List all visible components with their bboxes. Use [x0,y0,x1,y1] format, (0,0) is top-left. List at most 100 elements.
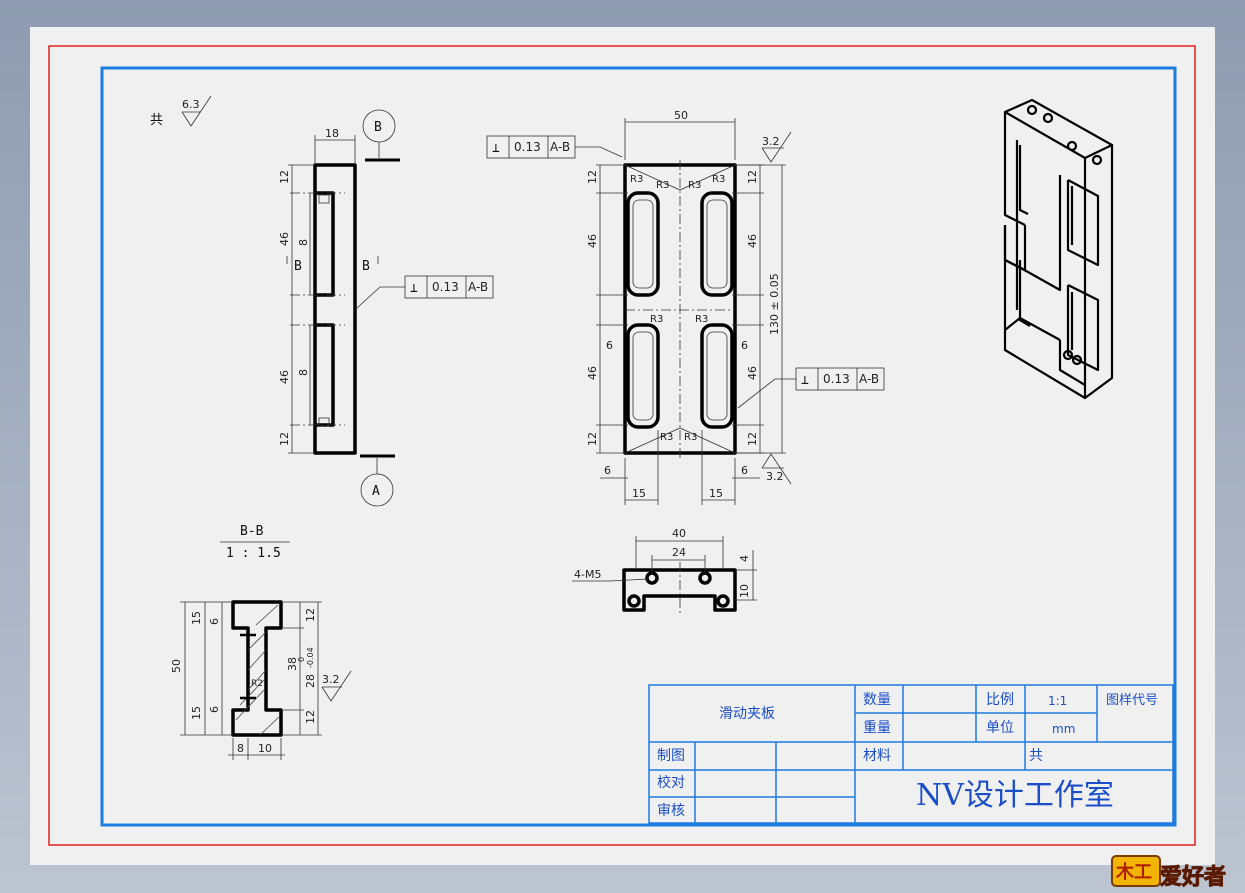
end-outer-dim: 40 [672,527,686,540]
drawing-frame [100,66,1177,827]
unit-value: mm [1052,722,1075,736]
section-bottom-10: 10 [258,742,272,755]
quantity-label: 数量 [863,692,891,708]
top-right-seg5: 12 [746,432,759,446]
top-roughness-lower-value: 3.2 [766,470,784,483]
radius-label-8: R3 [684,432,697,443]
top-bottom-6-right: 6 [741,464,748,477]
review-label: 审核 [657,803,685,819]
top-roughness-upper-value: 3.2 [762,135,780,148]
section-title: B-B [240,524,264,539]
front-seg2-dim: 46 [278,232,291,246]
front-view: 18 12 46 46 12 8 8 B B B A ⊥ 0.1 [278,109,494,507]
top-roughness-lower: 3.2 [761,453,792,485]
company-name: NV设计工作室 [916,778,1114,813]
watermark-logo: 木工 爱好者 [1111,855,1227,891]
radius-label-1: R3 [630,174,643,185]
radius-label-5: R3 [650,314,663,325]
top-left-seg4: 46 [586,366,599,380]
front-tol-value: 0.13 [432,280,459,294]
drawn-label: 制图 [657,748,685,764]
section-height-dim: 50 [170,659,183,673]
front-seg1-dim: 12 [278,170,291,184]
datum-b-label: B [374,120,382,135]
general-roughness: 共 6.3 [150,95,212,128]
section-left-6a: 6 [208,618,221,625]
section-mark-left: B [294,259,302,274]
end-h1-dim: 4 [738,555,751,562]
section-left-6b: 6 [208,706,221,713]
section-bottom-8: 8 [237,742,244,755]
section-roughness-value: 3.2 [322,673,340,686]
section-right-28: 28 [304,674,317,688]
top-tol-upper-value: 0.13 [514,140,541,154]
section-view: B-B 1 : 1.5 50 15 6 6 15 [170,524,352,760]
datum-a-label: A [372,484,380,499]
weight-label: 重量 [863,720,891,736]
part-name: 滑动夹板 [719,705,775,722]
top-right-seg3: 6 [741,339,748,352]
top-tol-upper-datum: A-B [550,140,570,154]
top-bottom-15-right: 15 [709,487,723,500]
top-view: R3 R3 R3 R3 R3 R3 R3 R3 50 12 46 6 46 12… [486,109,885,505]
section-tol-lower: -0.04 [306,647,315,668]
top-tol-upper-symbol: ⊥ [492,141,500,156]
top-left-seg5: 12 [586,432,599,446]
top-right-seg1: 12 [746,170,759,184]
section-scale: 1 : 1.5 [226,546,281,561]
paper [30,27,1215,865]
front-tol-symbol: ⊥ [410,281,418,296]
section-tol-upper: 0 [297,657,306,662]
top-tolerance-frame-right: ⊥ 0.13 A-B [737,367,885,409]
top-right-seg2: 46 [746,234,759,248]
check-label: 校对 [657,774,685,791]
gong-label: 共 [150,113,163,128]
title-block: 滑动夹板 数量 重量 比例 1:1 单位 mm 图样代号 材料 共 制图 校对 … [648,684,1174,824]
front-inner2-dim: 8 [297,369,310,376]
top-width-dim: 50 [674,109,688,122]
top-total-dim: 130 ± 0.05 [768,273,781,335]
top-left-seg2: 46 [586,234,599,248]
total-label: 共 [1029,748,1043,764]
radius-label-6: R3 [695,314,708,325]
drawing-no-label: 图样代号 [1106,693,1158,708]
outer-border [48,45,1196,846]
section-mark-right: B [362,259,370,274]
material-label: 材料 [863,748,891,764]
section-right-12b: 12 [304,710,317,724]
front-tolerance-frame: ⊥ 0.13 A-B [356,275,494,309]
top-tol-right-symbol: ⊥ [801,373,809,388]
isometric-view [1003,98,1114,400]
front-width-dim: 18 [325,127,339,140]
top-tol-right-datum: A-B [859,372,879,386]
scale-value: 1:1 [1048,694,1067,708]
end-inner-dim: 24 [672,546,686,559]
end-thread-label: 4-M5 [574,568,601,581]
section-right-12a: 12 [304,608,317,622]
radius-label-3: R3 [688,180,701,191]
scale-label: 比例 [986,692,1014,708]
radius-label-7: R3 [660,432,673,443]
front-tol-datum: A-B [468,280,488,294]
unit-label: 单位 [986,720,1014,736]
section-radius: R2 [251,679,263,689]
top-right-seg4: 46 [746,366,759,380]
front-seg4-dim: 12 [278,432,291,446]
section-right-38: 38 [286,657,299,671]
watermark-text: 爱好者 [1160,864,1226,890]
top-tol-right-value: 0.13 [823,372,850,386]
top-bottom-6-left: 6 [604,464,611,477]
section-left-15a: 15 [190,611,203,625]
top-left-seg1: 12 [586,170,599,184]
top-roughness-upper: 3.2 [761,131,792,163]
end-view: 40 24 4 10 4-M5 [572,527,757,615]
top-left-seg3: 6 [606,339,613,352]
top-tolerance-frame-upper: ⊥ 0.13 A-B [486,135,623,159]
section-left-15b: 15 [190,706,203,720]
watermark-badge: 木工 [1115,861,1152,883]
top-bottom-15-left: 15 [632,487,646,500]
radius-label-2: R3 [656,180,669,191]
front-inner1-dim: 8 [297,239,310,246]
front-seg3-dim: 46 [278,370,291,384]
